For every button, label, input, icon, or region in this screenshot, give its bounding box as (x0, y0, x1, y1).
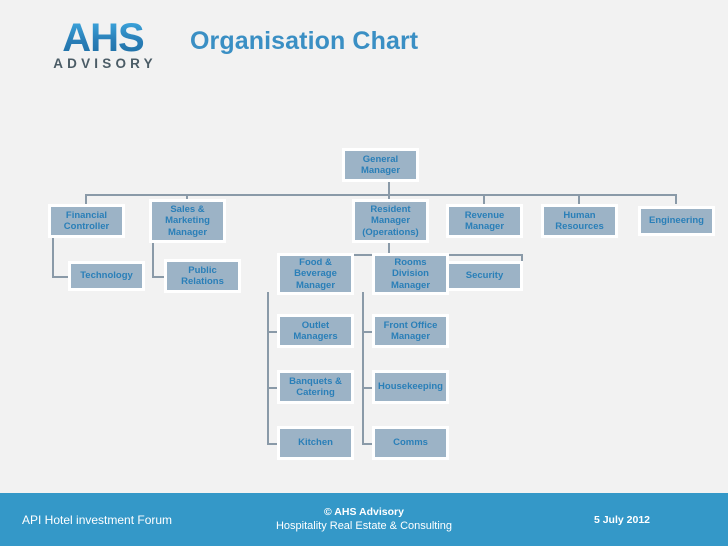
node-public-relations-line1: Public (188, 264, 217, 276)
node-resident-manager[interactable]: Resident Manager (Operations) (352, 199, 429, 243)
node-front-office-line1: Front Office (383, 319, 438, 331)
node-rooms-division-line1: Rooms (394, 256, 427, 268)
node-food-beverage-line2: Beverage (294, 268, 337, 280)
connector-financial-to-technology-h (52, 276, 70, 278)
node-sales-marketing-line3: Manager (167, 226, 208, 238)
node-public-relations-line2: Relations (181, 276, 224, 287)
node-revenue-manager[interactable]: Revenue Manager (446, 204, 523, 238)
connector-fb-to-outlet (267, 331, 281, 333)
node-outlet-managers-line2: Managers (293, 331, 338, 342)
node-banquets-catering-line2: Catering (296, 387, 335, 398)
node-comms[interactable]: Comms (372, 426, 449, 460)
connector-fb-to-banquets (267, 387, 281, 389)
node-housekeeping[interactable]: Housekeeping (372, 370, 449, 404)
connector-sales-to-pr-v (152, 243, 154, 276)
node-financial-controller[interactable]: Financial Controller (48, 204, 125, 238)
node-revenue-manager-line2: Manager (464, 221, 505, 232)
node-human-resources-line2: Resources (555, 221, 604, 232)
node-engineering[interactable]: Engineering (638, 206, 715, 236)
node-front-office-manager[interactable]: Front Office Manager (372, 314, 449, 348)
node-food-beverage-line3: Manager (295, 279, 336, 291)
footer-date: 5 July 2012 (593, 514, 650, 526)
connector-sales-to-pr-h (152, 276, 166, 278)
node-banquets-catering[interactable]: Banquets & Catering (277, 370, 354, 404)
node-outlet-managers-line1: Outlet (301, 319, 330, 331)
node-engineering-label: Engineering (649, 215, 704, 227)
footer-bar: API Hotel investment Forum © AHS Advisor… (0, 493, 728, 546)
node-financial-controller-line1: Financial (65, 209, 108, 221)
node-rooms-division-line2: Division (392, 268, 429, 280)
node-general-manager-line2: Manager (360, 165, 401, 176)
connector-rooms-to-front-office (362, 331, 376, 333)
node-technology-label: Technology (80, 270, 133, 282)
node-kitchen[interactable]: Kitchen (277, 426, 354, 460)
footer-event-name: API Hotel investment Forum (22, 513, 173, 527)
node-resident-manager-line1: Resident (370, 203, 411, 215)
connector-financial-to-technology-v (52, 238, 54, 276)
node-rooms-division-line3: Manager (390, 279, 431, 291)
node-general-manager[interactable]: General Manager (342, 148, 419, 182)
node-comms-label: Comms (393, 437, 428, 449)
page-title: Organisation Chart (190, 27, 419, 55)
node-rooms-division-manager[interactable]: Rooms Division Manager (372, 253, 449, 295)
connector-rooms-spine (362, 292, 364, 444)
node-food-beverage-line1: Food & (299, 256, 332, 268)
footer-copyright: © AHS Advisory Hospitality Real Estate &… (0, 505, 728, 533)
logo-primary-text: AHS (62, 15, 144, 60)
connector-rooms-to-housekeeping (362, 387, 376, 389)
connector-drop-revenue-manager (483, 194, 485, 204)
node-resident-manager-line3: (Operations) (362, 226, 419, 238)
connector-level1-bus (85, 194, 676, 196)
node-revenue-manager-line1: Revenue (464, 209, 505, 221)
node-banquets-catering-line1: Banquets & (289, 375, 342, 387)
node-resident-manager-line2: Manager (370, 215, 411, 227)
node-sales-marketing-manager[interactable]: Sales & Marketing Manager (149, 199, 226, 243)
node-front-office-line2: Manager (390, 331, 431, 342)
footer-copyright-line1: © AHS Advisory (324, 506, 404, 518)
connector-rooms-to-comms (362, 443, 376, 445)
node-kitchen-label: Kitchen (298, 437, 333, 449)
node-public-relations[interactable]: Public Relations (164, 259, 241, 293)
connector-fb-spine (267, 292, 269, 444)
ahs-advisory-logo: AHS ADVISORY (42, 14, 164, 76)
node-sales-marketing-line2: Marketing (165, 215, 210, 227)
node-human-resources-line1: Human (563, 209, 596, 221)
node-food-beverage-manager[interactable]: Food & Beverage Manager (277, 253, 354, 295)
connector-drop-security (521, 254, 523, 263)
node-security-label: Security (465, 270, 504, 282)
connector-resident-stem (388, 243, 390, 254)
node-technology[interactable]: Technology (68, 261, 145, 291)
logo-secondary-text: ADVISORY (53, 55, 157, 71)
node-general-manager-line1: General (362, 153, 399, 165)
connector-fb-to-kitchen (267, 443, 281, 445)
node-sales-marketing-line1: Sales & (170, 203, 205, 215)
node-outlet-managers[interactable]: Outlet Managers (277, 314, 354, 348)
connector-gm-stem (388, 182, 390, 195)
connector-drop-financial-controller (85, 194, 87, 204)
connector-drop-human-resources (578, 194, 580, 204)
node-human-resources[interactable]: Human Resources (541, 204, 618, 238)
org-chart: General Manager Financial Controller Sal… (48, 148, 715, 460)
node-financial-controller-line2: Controller (63, 221, 110, 232)
footer-copyright-line2: Hospitality Real Estate & Consulting (275, 520, 453, 532)
node-housekeeping-label: Housekeeping (378, 381, 443, 393)
node-security[interactable]: Security (446, 261, 523, 291)
connector-drop-engineering (675, 194, 677, 204)
